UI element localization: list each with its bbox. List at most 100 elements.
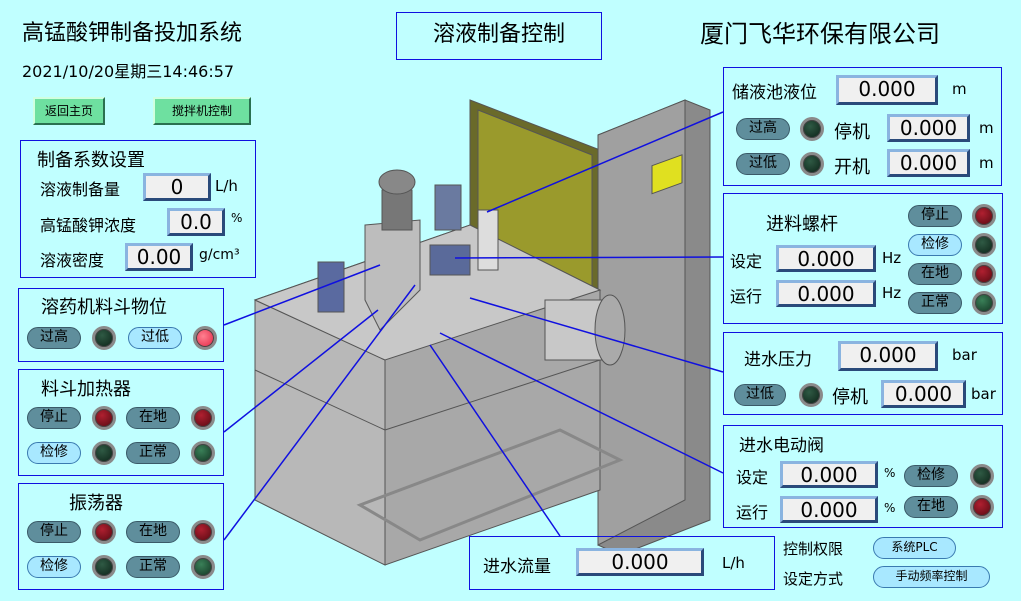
connector-lines xyxy=(223,111,724,541)
mixer-control-button[interactable]: 搅拌机控制 xyxy=(153,97,251,125)
heater-normal-indicator[interactable]: 正常 xyxy=(126,442,180,464)
vibrator-stop-lamp xyxy=(92,520,116,544)
vibrator-local-lamp xyxy=(191,520,215,544)
control-authority-label: 控制权限 xyxy=(783,540,844,558)
page-title: 溶液制备控制 xyxy=(396,12,602,60)
unit: m xyxy=(979,154,994,172)
density-input[interactable]: 0.00 xyxy=(125,243,193,271)
prep-params-panel: 制备系数设置 溶液制备量 0 L/h 高锰酸钾浓度 0.0 % 溶液密度 0.0… xyxy=(20,140,256,278)
prep-amount-input[interactable]: 0 xyxy=(143,173,211,201)
valve-repair-indicator[interactable]: 检修 xyxy=(904,465,958,487)
vibrator-stop-indicator[interactable]: 停止 xyxy=(27,521,81,543)
concentration-input[interactable]: 0.0 xyxy=(167,208,225,236)
vibrator-panel: 振荡器 停止 在地 检修 正常 xyxy=(18,483,224,590)
unit: m xyxy=(979,119,994,137)
valve-repair-lamp xyxy=(970,464,994,488)
field-label: 高锰酸钾浓度 xyxy=(40,216,137,235)
tank-low-lamp xyxy=(800,152,824,176)
vibrator-repair-indicator[interactable]: 检修 xyxy=(27,556,81,578)
unit: L/h xyxy=(215,177,238,195)
screw-repair-lamp xyxy=(972,233,996,257)
unit: % xyxy=(231,211,243,225)
high-level-lamp xyxy=(92,326,116,350)
heater-repair-indicator[interactable]: 检修 xyxy=(27,442,81,464)
screw-stop-lamp xyxy=(972,204,996,228)
tank-low-indicator[interactable]: 过低 xyxy=(736,153,790,175)
screw-repair-indicator[interactable]: 检修 xyxy=(908,234,962,256)
panel-title: 进水流量 xyxy=(483,557,551,577)
unit: bar xyxy=(952,346,977,364)
setting-mode-label: 设定方式 xyxy=(783,570,844,588)
unit: Hz xyxy=(882,284,902,302)
tank-start-level-input[interactable]: 0.000 xyxy=(887,149,970,177)
heater-stop-lamp xyxy=(92,406,116,430)
tank-level-value: 0.000 xyxy=(836,75,938,105)
pressure-low-lamp xyxy=(799,383,823,407)
heater-normal-lamp xyxy=(191,441,215,465)
panel-title: 制备系数设置 xyxy=(37,150,145,171)
vibrator-local-indicator[interactable]: 在地 xyxy=(126,521,180,543)
screw-normal-indicator[interactable]: 正常 xyxy=(908,292,962,314)
unit: m xyxy=(952,80,967,98)
set-label: 设定 xyxy=(730,252,763,271)
start-label: 开机 xyxy=(834,157,870,178)
feed-screw-panel: 进料螺杆 设定 0.000 Hz 运行 0.000 Hz 停止 检修 在地 正常 xyxy=(723,193,1003,324)
field-label: 溶液密度 xyxy=(40,251,105,270)
vibrator-repair-lamp xyxy=(92,555,116,579)
panel-title: 进水电动阀 xyxy=(739,436,824,456)
screw-stop-indicator[interactable]: 停止 xyxy=(908,205,962,227)
screw-set-input[interactable]: 0.000 xyxy=(776,245,876,272)
panel-title: 料斗加热器 xyxy=(41,379,131,400)
valve-run-value: 0.000 xyxy=(780,496,878,523)
screw-local-indicator[interactable]: 在地 xyxy=(908,263,962,285)
valve-set-input[interactable]: 0.000 xyxy=(780,461,878,488)
tank-high-indicator[interactable]: 过高 xyxy=(736,118,790,140)
setting-mode-button[interactable]: 手动频率控制 xyxy=(873,566,990,588)
company-name: 厦门飞华环保有限公司 xyxy=(700,20,940,48)
panel-title: 溶药机料斗物位 xyxy=(41,297,167,318)
system-title: 高锰酸钾制备投加系统 xyxy=(22,21,243,46)
set-label: 设定 xyxy=(736,468,769,487)
stop-label: 停机 xyxy=(834,122,870,143)
high-level-indicator[interactable]: 过高 xyxy=(27,327,81,349)
heater-local-indicator[interactable]: 在地 xyxy=(126,407,180,429)
panel-title: 进料螺杆 xyxy=(766,214,838,235)
flow-value: 0.000 xyxy=(576,548,704,576)
vibrator-normal-lamp xyxy=(191,555,215,579)
heater-stop-indicator[interactable]: 停止 xyxy=(27,407,81,429)
run-label: 运行 xyxy=(736,503,769,522)
field-label: 溶液制备量 xyxy=(40,180,121,199)
low-level-lamp xyxy=(193,326,217,350)
panel-title: 振荡器 xyxy=(69,493,123,514)
hopper-heater-panel: 料斗加热器 停止 在地 检修 正常 xyxy=(18,369,224,476)
tank-stop-level-input[interactable]: 0.000 xyxy=(887,114,970,142)
tank-level-panel: 储液池液位 0.000 m 过高 停机 0.000 m 过低 开机 0.000 … xyxy=(723,67,1002,186)
valve-local-indicator[interactable]: 在地 xyxy=(904,496,958,518)
pressure-stop-input[interactable]: 0.000 xyxy=(881,380,966,408)
run-label: 运行 xyxy=(730,287,763,306)
panel-title: 进水压力 xyxy=(744,350,812,370)
control-authority-button[interactable]: 系统PLC xyxy=(873,537,956,559)
valve-local-lamp xyxy=(970,495,994,519)
heater-repair-lamp xyxy=(92,441,116,465)
unit: bar xyxy=(971,385,996,403)
datetime: 2021/10/20星期三14:46:57 xyxy=(22,62,235,81)
unit: % xyxy=(884,501,896,515)
unit: % xyxy=(884,466,896,480)
hopper-level-panel: 溶药机料斗物位 过高 过低 xyxy=(18,288,224,362)
vibrator-normal-indicator[interactable]: 正常 xyxy=(126,556,180,578)
unit: Hz xyxy=(882,249,902,267)
low-level-indicator[interactable]: 过低 xyxy=(128,327,182,349)
inlet-pressure-panel: 进水压力 0.000 bar 过低 停机 0.000 bar xyxy=(723,332,1003,415)
inlet-valve-panel: 进水电动阀 设定 0.000 % 运行 0.000 % 检修 在地 xyxy=(723,425,1003,528)
screw-run-value: 0.000 xyxy=(776,280,876,307)
home-button[interactable]: 返回主页 xyxy=(33,97,105,125)
pressure-value: 0.000 xyxy=(838,341,938,371)
stop-label: 停机 xyxy=(832,387,868,408)
screw-normal-lamp xyxy=(972,291,996,315)
panel-title: 储液池液位 xyxy=(732,83,817,103)
unit: g/cm³ xyxy=(199,247,240,263)
pressure-low-indicator[interactable]: 过低 xyxy=(734,384,786,406)
unit: L/h xyxy=(722,554,745,572)
